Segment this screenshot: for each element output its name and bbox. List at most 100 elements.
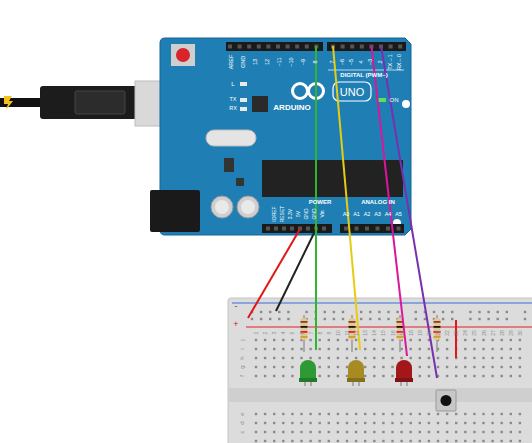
breadboard-hole	[255, 348, 257, 350]
breadboard-hole	[382, 348, 384, 350]
breadboard-hole	[491, 422, 493, 424]
rail-hole	[433, 311, 435, 313]
breadboard-hole	[391, 339, 393, 341]
breadboard-hole	[491, 366, 493, 368]
breadboard-hole	[319, 348, 321, 350]
breadboard-hole	[428, 422, 430, 424]
pin-label: AREF	[229, 55, 235, 70]
header-pin	[274, 227, 278, 231]
breadboard-hole	[282, 348, 284, 350]
column-number: 8	[317, 332, 322, 335]
pushbutton-cap	[441, 395, 452, 406]
breadboard-hole	[291, 422, 293, 424]
header-pin	[276, 45, 280, 49]
breadboard-hole	[328, 413, 330, 415]
breadboard-hole	[300, 440, 302, 442]
resistor-band	[397, 336, 404, 338]
breadboard-hole	[482, 413, 484, 415]
capacitor-top	[241, 200, 255, 214]
pin-label: Vin	[320, 210, 325, 217]
breadboard-hole	[501, 413, 503, 415]
breadboard-hole	[264, 440, 266, 442]
breadboard-hole	[291, 413, 293, 415]
pin-label: ~5	[349, 59, 355, 65]
breadboard-hole	[510, 339, 512, 341]
breadboard-hole	[364, 413, 366, 415]
breadboard-hole	[309, 422, 311, 424]
rail-hole	[497, 318, 499, 320]
led-tx	[240, 98, 247, 102]
row-letter: j	[239, 339, 245, 340]
breadboard-hole	[355, 348, 357, 350]
breadboard-hole	[264, 366, 266, 368]
breadboard-hole	[419, 440, 421, 442]
header-pin	[398, 45, 402, 49]
rail-hole	[506, 311, 508, 313]
breadboard-hole	[482, 440, 484, 442]
breadboard-hole	[473, 440, 475, 442]
breadboard-hole	[337, 375, 339, 377]
breadboard-hole	[446, 348, 448, 350]
breadboard-hole	[346, 366, 348, 368]
breadboard-hole	[391, 422, 393, 424]
breadboard-hole	[373, 366, 375, 368]
header-pin	[305, 45, 309, 49]
breadboard-hole	[419, 348, 421, 350]
breadboard-hole	[437, 413, 439, 415]
breadboard-hole	[291, 440, 293, 442]
row-letter: h	[239, 356, 245, 359]
breadboard-hole	[446, 431, 448, 433]
column-number: 16	[390, 330, 395, 336]
breadboard-hole	[273, 357, 275, 359]
breadboard-hole	[273, 440, 275, 442]
usb-plug-body	[40, 86, 138, 119]
led-rim	[395, 378, 413, 382]
rail-hole	[278, 311, 280, 313]
breadboard-hole	[510, 431, 512, 433]
breadboard-hole	[391, 375, 393, 377]
breadboard-hole	[482, 431, 484, 433]
row-letter: g	[239, 365, 245, 368]
rail-hole	[378, 311, 380, 313]
pin-label: ~6	[340, 59, 346, 65]
breadboard-hole	[464, 440, 466, 442]
breadboard-hole	[300, 413, 302, 415]
breadboard-hole	[255, 339, 257, 341]
breadboard-hole	[255, 413, 257, 415]
header-title: ANALOG IN	[361, 199, 395, 205]
capacitor	[237, 196, 259, 218]
breadboard-hole	[364, 431, 366, 433]
rail-hole	[260, 318, 262, 320]
resistor-symbol	[301, 318, 308, 340]
breadboard-hole	[437, 366, 439, 368]
breadboard-hole	[464, 422, 466, 424]
rail-hole	[387, 311, 389, 313]
breadboard-hole	[382, 422, 384, 424]
breadboard-hole	[519, 357, 521, 359]
breadboard-hole	[282, 413, 284, 415]
led-rim	[347, 378, 365, 382]
header-pin	[322, 227, 326, 231]
breadboard-hole	[519, 375, 521, 377]
breadboard-hole	[464, 375, 466, 377]
rail-hole	[333, 318, 335, 320]
breadboard-hole	[282, 366, 284, 368]
breadboard-hole	[346, 440, 348, 442]
breadboard-hole	[355, 357, 357, 359]
breadboard-hole	[501, 339, 503, 341]
breadboard-hole	[428, 440, 430, 442]
breadboard-hole	[309, 348, 311, 350]
breadboard-hole	[346, 348, 348, 350]
column-number: 21	[436, 330, 441, 336]
breadboard-hole	[446, 366, 448, 368]
breadboard-hole	[391, 440, 393, 442]
breadboard-hole	[264, 431, 266, 433]
breadboard-hole	[473, 339, 475, 341]
breadboard-hole	[291, 357, 293, 359]
breadboard-hole	[264, 348, 266, 350]
breadboard-hole	[510, 348, 512, 350]
header-pin	[295, 45, 299, 49]
brand-name: ARDUINO	[273, 104, 310, 112]
breadboard-hole	[282, 422, 284, 424]
pin-label: A0	[343, 212, 350, 218]
